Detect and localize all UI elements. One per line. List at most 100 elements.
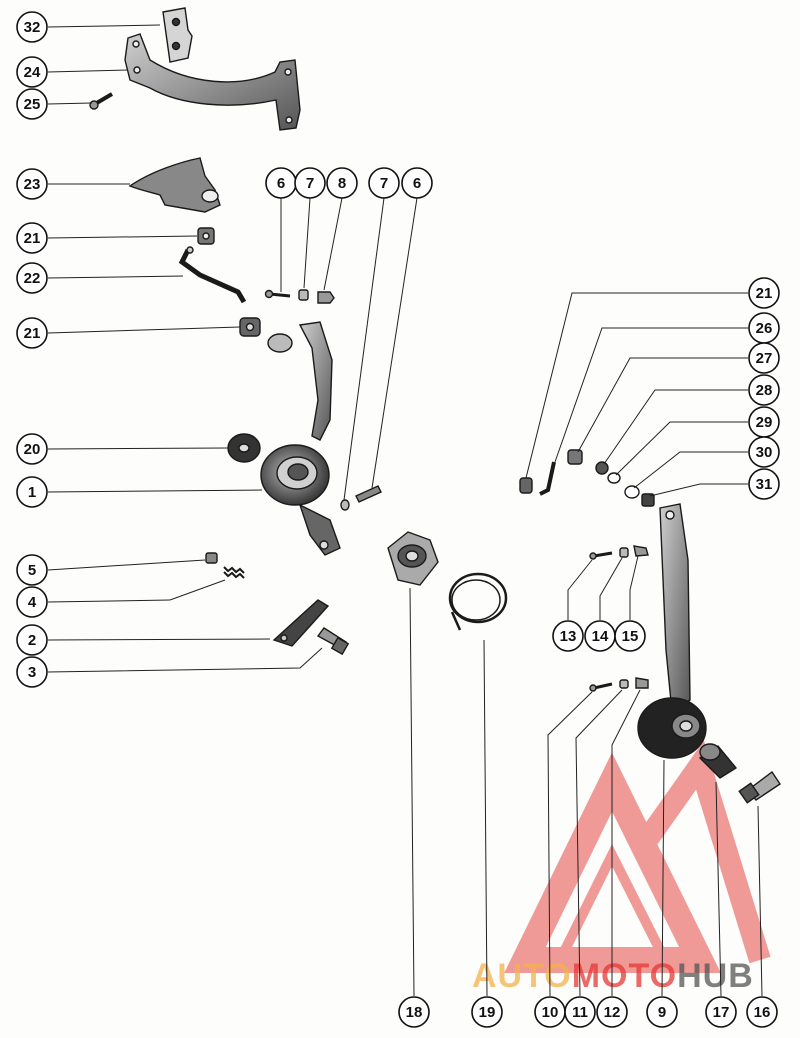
watermark-logo <box>504 740 771 973</box>
callout-label: 5 <box>28 562 36 579</box>
callout-c28: 28 <box>748 374 780 406</box>
callout-label: 11 <box>572 1004 588 1021</box>
callout-c15: 15 <box>614 620 646 652</box>
callout-c8: 8 <box>326 167 358 199</box>
callout-circle <box>16 476 48 508</box>
callout-circle <box>705 996 737 1028</box>
callout-c13: 13 <box>552 620 584 652</box>
callout-circle <box>16 222 48 254</box>
callout-circle <box>552 620 584 652</box>
watermark-part-moto: MOTO <box>572 957 677 995</box>
part-19-coil-spring <box>448 572 508 631</box>
callout-circle <box>16 11 48 43</box>
callout-c6b: 6 <box>401 167 433 199</box>
callout-circle <box>16 586 48 618</box>
callout-circle <box>16 56 48 88</box>
callout-c7b: 7 <box>368 167 400 199</box>
parts <box>89 7 781 804</box>
callout-circle <box>398 996 430 1028</box>
callout-c10: 10 <box>534 996 566 1028</box>
callout-label: 25 <box>24 96 41 113</box>
callout-c14: 14 <box>584 620 616 652</box>
callout-label: 20 <box>24 441 41 458</box>
callout-circle <box>564 996 596 1028</box>
callout-circle <box>368 167 400 199</box>
callout-label: 7 <box>380 175 388 192</box>
callout-circle <box>16 624 48 656</box>
callout-circle <box>748 342 780 374</box>
part-22-link-rod <box>178 246 247 304</box>
part-2-link <box>272 599 330 647</box>
callout-c9: 9 <box>646 996 678 1028</box>
callout-c1: 1 <box>16 476 48 508</box>
part-28-washer <box>595 461 609 475</box>
callout-circle <box>746 996 778 1028</box>
watermark-part-auto: AUTO <box>472 957 572 995</box>
callout-circle <box>646 996 678 1028</box>
callout-label: 3 <box>28 664 36 681</box>
part-1-lever-ring <box>260 321 341 556</box>
callout-label: 15 <box>622 628 639 645</box>
part-32-bracket-plate <box>162 7 193 63</box>
callout-label: 4 <box>28 594 37 611</box>
callout-c25: 25 <box>16 88 48 120</box>
callout-label: 13 <box>560 628 577 645</box>
callout-label: 18 <box>406 1004 423 1021</box>
callout-c26: 26 <box>748 312 780 344</box>
part-26-link-rod <box>539 461 556 496</box>
callout-label: 6 <box>413 175 421 192</box>
callout-label: 31 <box>756 476 773 493</box>
part-17-sleeve <box>698 743 738 779</box>
callout-label: 26 <box>756 320 773 337</box>
part-3-bolt <box>316 627 350 656</box>
watermark-part-hub: HUB <box>677 957 754 995</box>
callout-c11: 11 <box>564 996 596 1028</box>
callout-c27: 27 <box>748 342 780 374</box>
callout-c30: 30 <box>748 436 780 468</box>
callout-c31: 31 <box>748 468 780 500</box>
part-9-arm-with-disc <box>637 503 707 759</box>
callout-circle <box>748 436 780 468</box>
part-20-washer <box>227 433 261 463</box>
part-24-arched-bracket <box>124 33 301 131</box>
callout-label: 2 <box>28 632 36 649</box>
callout-circle <box>16 433 48 465</box>
part-21-nut-upper <box>197 227 215 245</box>
part-16-bolt <box>738 770 781 804</box>
callout-circle <box>16 262 48 294</box>
callout-c29: 29 <box>748 406 780 438</box>
callout-label: 19 <box>479 1004 496 1021</box>
part-25-screw <box>89 92 114 110</box>
part-10-11-12-screw-set <box>589 677 649 692</box>
callout-c22: 22 <box>16 262 48 294</box>
callout-label: 7 <box>306 175 314 192</box>
callout-circle <box>748 277 780 309</box>
callout-c16: 16 <box>746 996 778 1028</box>
part-27-nut <box>567 449 583 465</box>
part-21-nut-right <box>519 477 533 494</box>
callout-c2: 2 <box>16 624 48 656</box>
callout-c6a: 6 <box>265 167 297 199</box>
callout-label: 22 <box>24 270 41 287</box>
callout-c5: 5 <box>16 554 48 586</box>
callout-c20: 20 <box>16 433 48 465</box>
callout-circle <box>401 167 433 199</box>
callout-label: 17 <box>713 1004 730 1021</box>
callout-label: 23 <box>24 176 41 193</box>
callout-circle <box>614 620 646 652</box>
callout-c23: 23 <box>16 168 48 200</box>
callout-label: 16 <box>754 1004 771 1021</box>
part-21-nut-lower <box>239 317 261 337</box>
callout-label: 24 <box>24 64 41 81</box>
part-18-bushing <box>387 531 439 586</box>
callout-label: 10 <box>542 1004 559 1021</box>
part-31-nut <box>641 493 655 507</box>
part-6-7-screw-set-middle <box>340 485 382 511</box>
callout-c21b: 21 <box>16 317 48 349</box>
callout-circle <box>596 996 628 1028</box>
callout-circle <box>471 996 503 1028</box>
part-23-cam-plate <box>128 157 221 213</box>
